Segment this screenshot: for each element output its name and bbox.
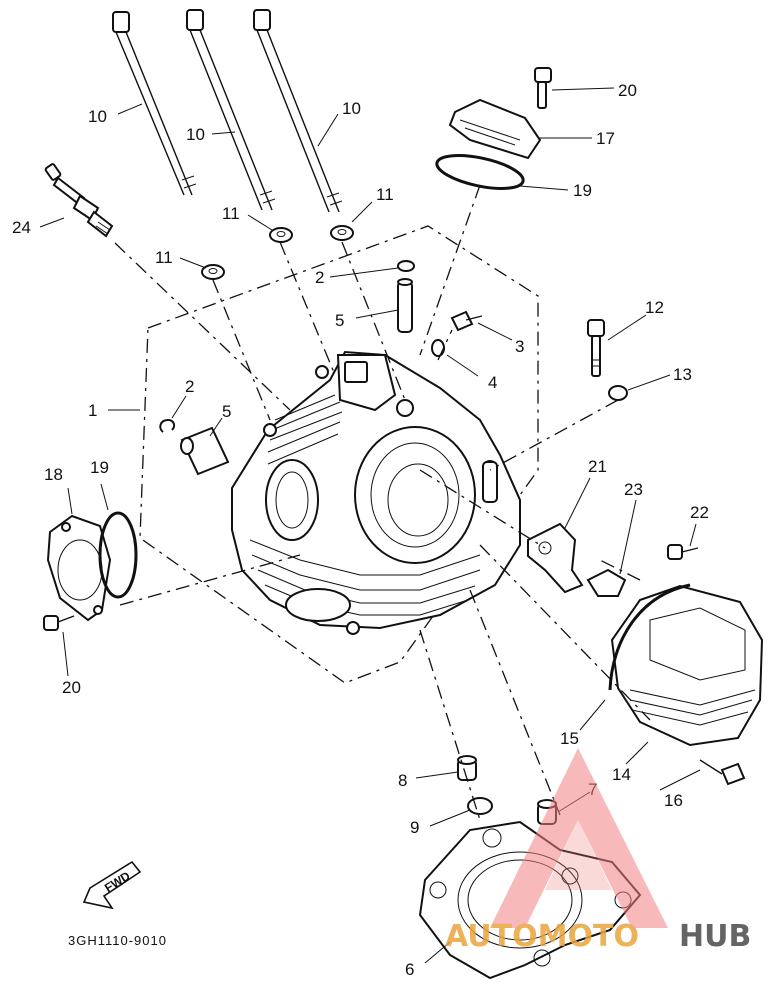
cylinder-head [231, 350, 521, 635]
o-ring-top [435, 154, 525, 190]
bolt-22 [667, 544, 699, 560]
leader-lines [39, 87, 701, 964]
forward-direction-arrow: FWD [82, 860, 142, 910]
label-9: 9 [410, 818, 419, 837]
gasket-23 [586, 568, 627, 597]
hex-bolt-3 [450, 310, 483, 332]
label-8: 8 [398, 771, 407, 790]
label-11-b: 11 [222, 204, 240, 223]
label-6: 6 [405, 960, 414, 979]
label-2-b: 2 [185, 377, 194, 396]
label-15: 15 [560, 729, 579, 748]
valve-clips [159, 260, 445, 433]
part-labels: 10 10 10 11 11 11 24 2 2 5 5 3 4 1 20 20… [12, 81, 709, 979]
stud-bolts [112, 9, 343, 213]
label-23: 23 [624, 480, 643, 499]
label-19-b: 19 [90, 458, 109, 477]
label-20-b: 20 [62, 678, 81, 697]
gasket-15 [608, 583, 691, 691]
o-ring-side [98, 511, 138, 599]
label-2-a: 2 [315, 268, 324, 287]
stud-bolt-left [112, 11, 197, 196]
stud-bolt-middle [186, 9, 276, 211]
label-19-a: 19 [573, 181, 592, 200]
label-13: 13 [673, 365, 692, 384]
label-11-c: 11 [376, 185, 394, 204]
bolt-20-side [43, 615, 75, 631]
label-10-b: 10 [186, 125, 205, 144]
label-18: 18 [44, 465, 63, 484]
valve-guides [180, 278, 413, 476]
washer-13 [608, 385, 628, 401]
label-17: 17 [596, 129, 615, 148]
label-3: 3 [515, 337, 524, 356]
watermark-text-b: HUB [679, 919, 751, 954]
label-20-a: 20 [618, 81, 637, 100]
bracket-21 [527, 522, 584, 594]
label-11-a: 11 [155, 248, 173, 267]
assembly-boundary [139, 225, 539, 684]
label-1: 1 [88, 401, 97, 420]
dowel-8 [457, 755, 477, 781]
label-5-b: 5 [222, 402, 231, 421]
washer-9 [467, 797, 493, 815]
label-10-c: 10 [342, 99, 361, 118]
drawing-code: 3GH1110-9010 [68, 933, 167, 948]
tappet-cap [448, 98, 542, 160]
label-5-a: 5 [335, 311, 344, 330]
label-22: 22 [690, 503, 709, 522]
label-4: 4 [488, 373, 497, 392]
bolt-20-top [534, 67, 552, 109]
stud-bolt-right [253, 9, 343, 213]
label-16: 16 [664, 791, 683, 810]
label-24: 24 [12, 218, 31, 237]
watermark-text-a: AUTOMOTO [445, 919, 639, 954]
bolt-12 [587, 319, 605, 377]
head-cover [610, 584, 764, 747]
label-21: 21 [588, 457, 607, 476]
bolt-16 [699, 759, 746, 786]
label-14: 14 [612, 765, 631, 784]
washers [201, 225, 354, 280]
label-12: 12 [645, 298, 664, 317]
label-10-a: 10 [88, 107, 107, 126]
watermark-triangle [490, 748, 668, 928]
watermark-logo: AUTOMOTO HUB [445, 748, 751, 954]
spark-plug [44, 163, 114, 238]
